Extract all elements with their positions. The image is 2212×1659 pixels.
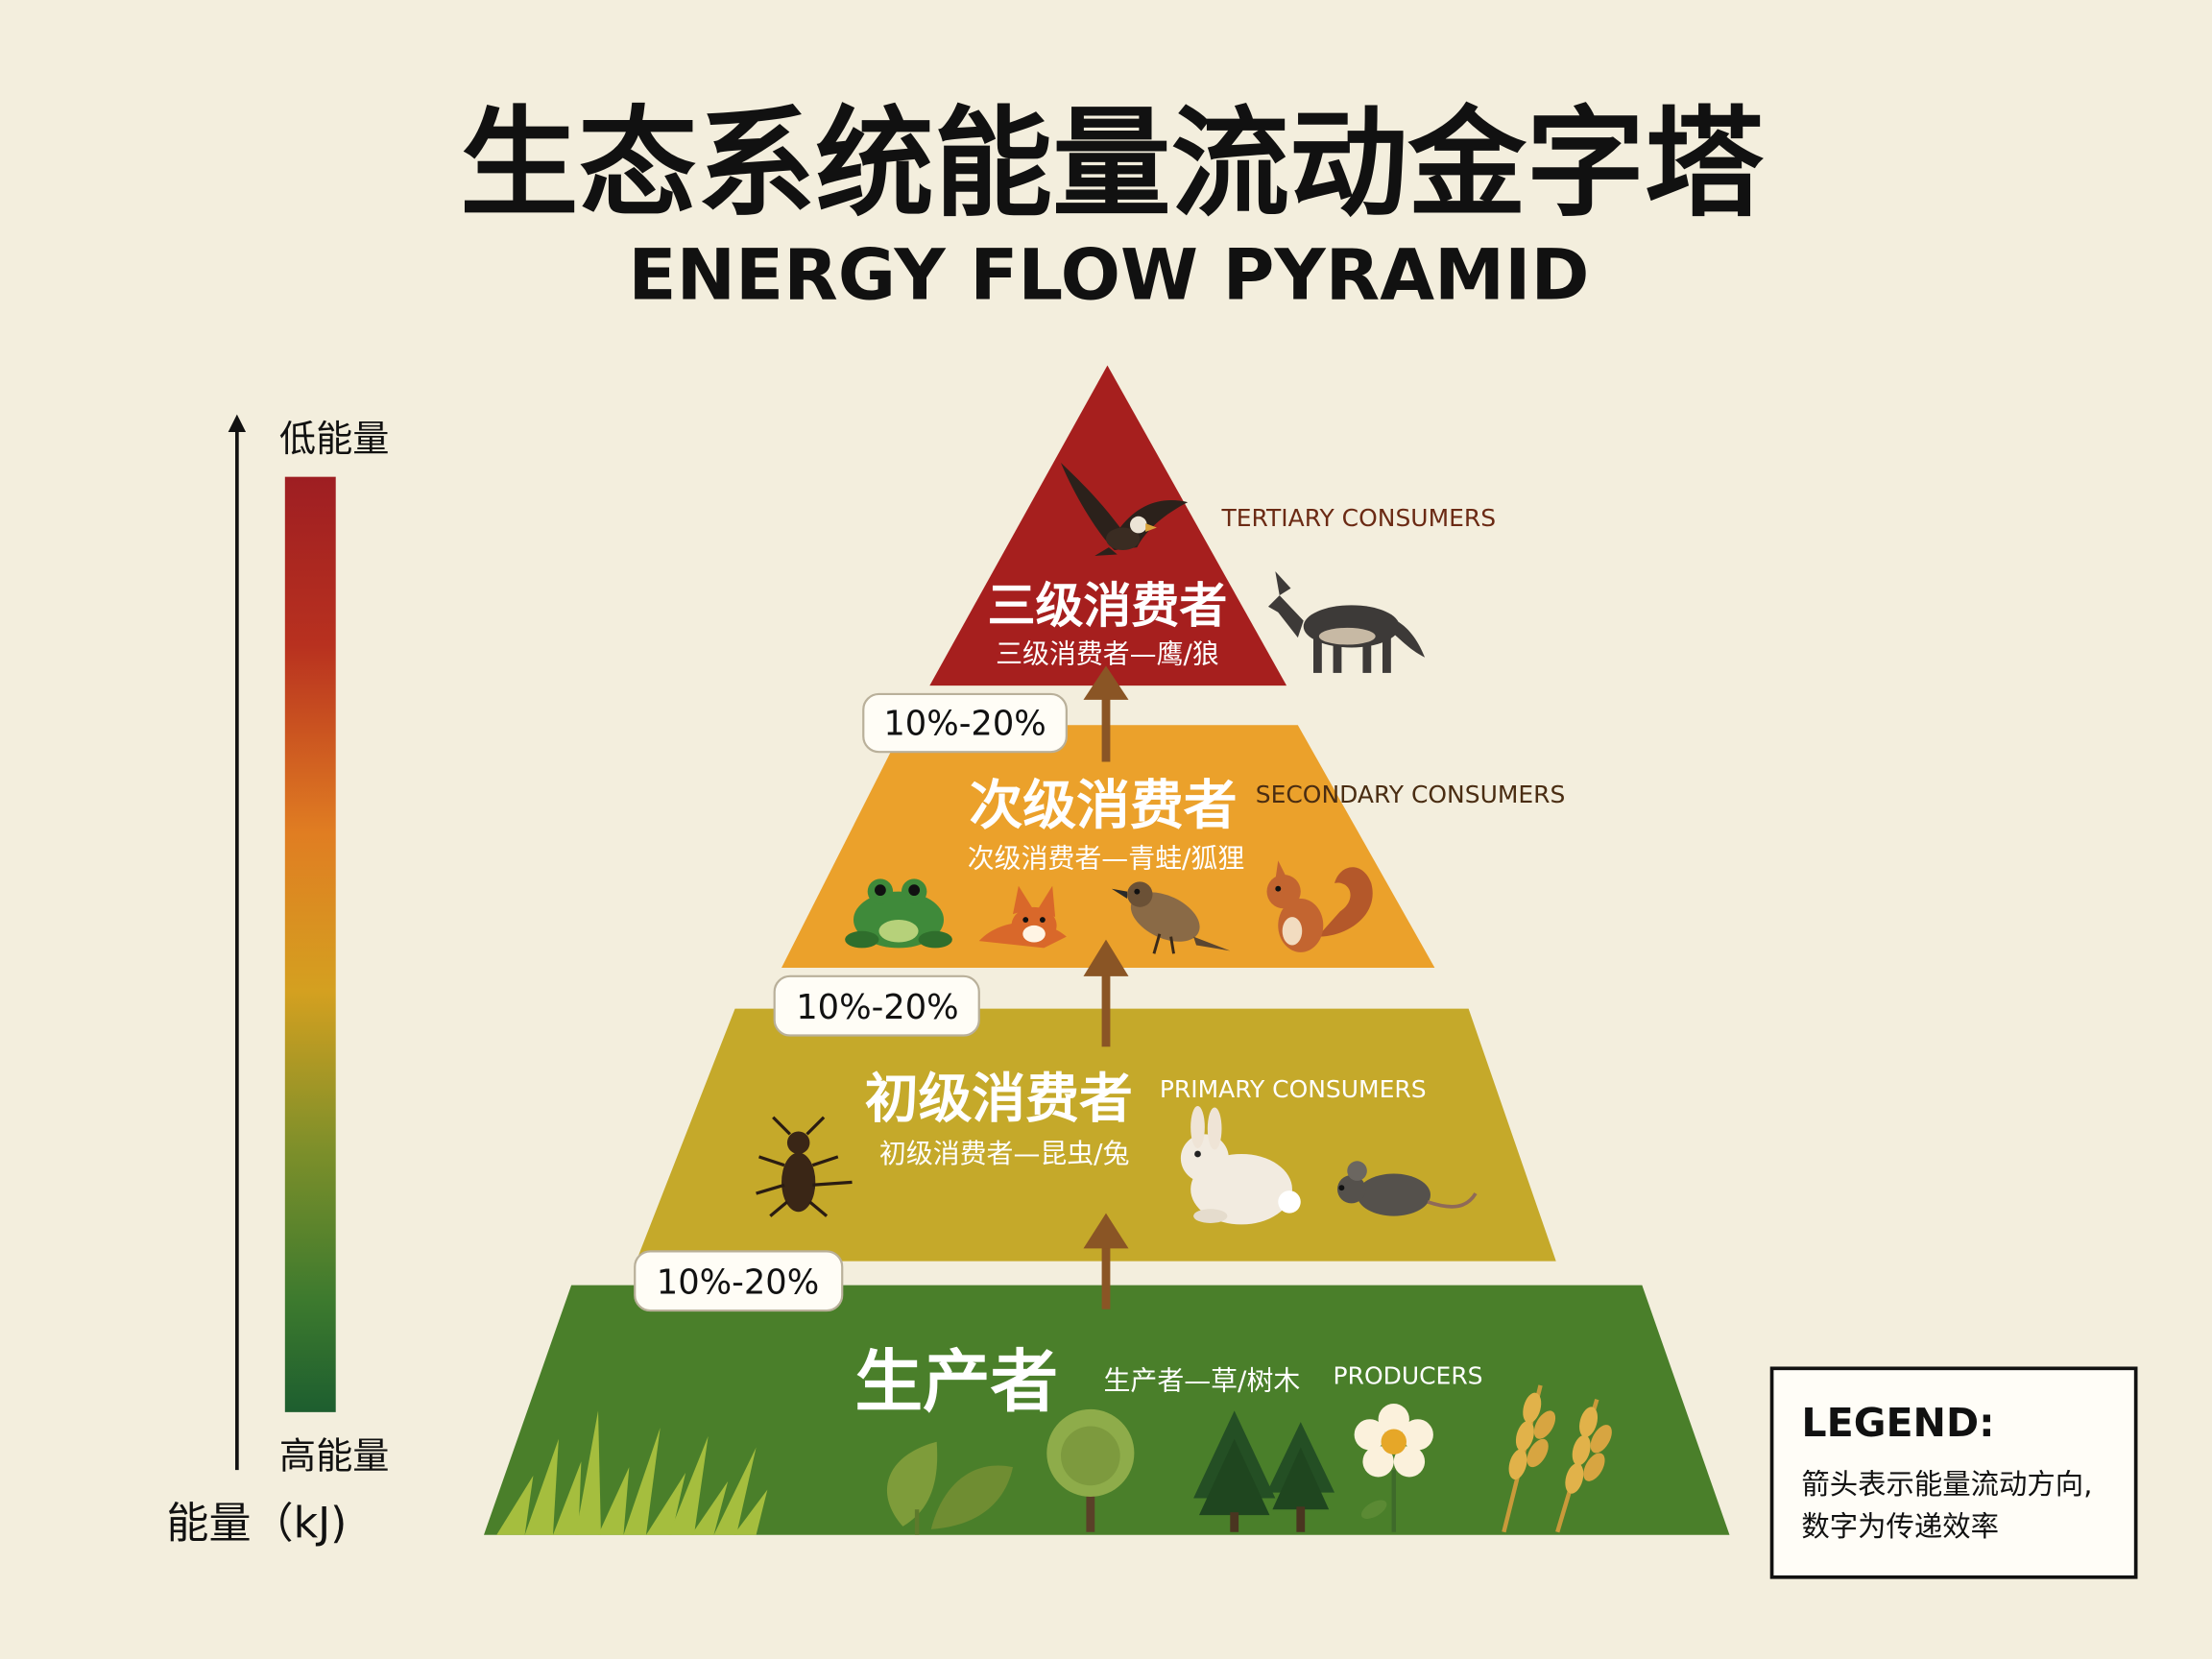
efficiency-badge: 10%-20% xyxy=(862,692,1068,754)
tier-name-en: SECONDARY CONSUMERS xyxy=(1256,781,1566,808)
mouse-icon xyxy=(1336,1161,1478,1216)
tier-examples: 初级消费者—昆虫/兔 xyxy=(879,1138,1130,1169)
flow-arrow xyxy=(1083,939,1129,1047)
bird-icon xyxy=(1111,881,1231,954)
tier-examples: 三级消费者—鹰/狼 xyxy=(996,638,1219,670)
energy-color-scale xyxy=(284,476,336,1412)
tier-examples: 次级消费者—青蛙/狐狸 xyxy=(968,843,1244,875)
flow-arrow xyxy=(1083,1213,1129,1310)
leaves-icon xyxy=(886,1441,1014,1535)
tree-icon xyxy=(1046,1408,1135,1532)
efficiency-label: 10%-20% xyxy=(796,988,958,1027)
efficiency-badge: 10%-20% xyxy=(773,974,980,1037)
legend-line-2: 数字为传递效率 xyxy=(1801,1510,1999,1543)
rabbit-icon xyxy=(1180,1106,1301,1225)
flow-arrow xyxy=(1083,665,1129,762)
legend-line-1: 箭头表示能量流动方向, xyxy=(1801,1468,2092,1501)
pine-trees-icon xyxy=(1193,1410,1335,1532)
high-energy-label: 高能量 xyxy=(279,1436,390,1479)
tier-name-zh: 次级消费者 xyxy=(969,775,1237,837)
tier-examples: 生产者—草/树木 xyxy=(1104,1364,1301,1396)
wolf-icon xyxy=(1267,571,1426,673)
squirrel-icon xyxy=(1266,860,1373,952)
insect-icon xyxy=(756,1116,853,1217)
tier-name-en: PRODUCERS xyxy=(1334,1361,1483,1389)
efficiency-label: 10%-20% xyxy=(883,705,1046,744)
efficiency-label: 10%-20% xyxy=(657,1262,819,1302)
flower-icon xyxy=(1354,1404,1433,1532)
energy-axis: 低能量 高能量 能量（kJ) xyxy=(166,414,390,1549)
efficiency-badge: 10%-20% xyxy=(634,1250,844,1312)
title-zh: 生态系统能量流动金字塔 xyxy=(460,95,1764,233)
energy-unit-label: 能量（kJ) xyxy=(166,1500,347,1549)
low-energy-label: 低能量 xyxy=(279,419,390,461)
wheat-icon xyxy=(1502,1384,1612,1533)
title-en: ENERGY FLOW PYRAMID xyxy=(628,235,1589,317)
tier-name-zh: 生产者 xyxy=(854,1343,1058,1422)
tier-name-zh: 三级消费者 xyxy=(988,578,1228,634)
legend-box: LEGEND: 箭头表示能量流动方向, 数字为传递效率 xyxy=(1769,1366,2138,1579)
tier-primary-consumers xyxy=(636,1008,1556,1262)
tier-secondary-consumers xyxy=(781,725,1435,968)
eagle-icon xyxy=(1060,462,1189,556)
legend-title: LEGEND: xyxy=(1801,1400,1994,1446)
tier-name-zh: 初级消费者 xyxy=(865,1069,1133,1131)
tier-name-en: PRIMARY CONSUMERS xyxy=(1160,1075,1427,1103)
fox-icon xyxy=(978,885,1067,949)
frog-icon xyxy=(845,878,952,949)
tier-name-en: TERTIARY CONSUMERS xyxy=(1220,504,1496,532)
